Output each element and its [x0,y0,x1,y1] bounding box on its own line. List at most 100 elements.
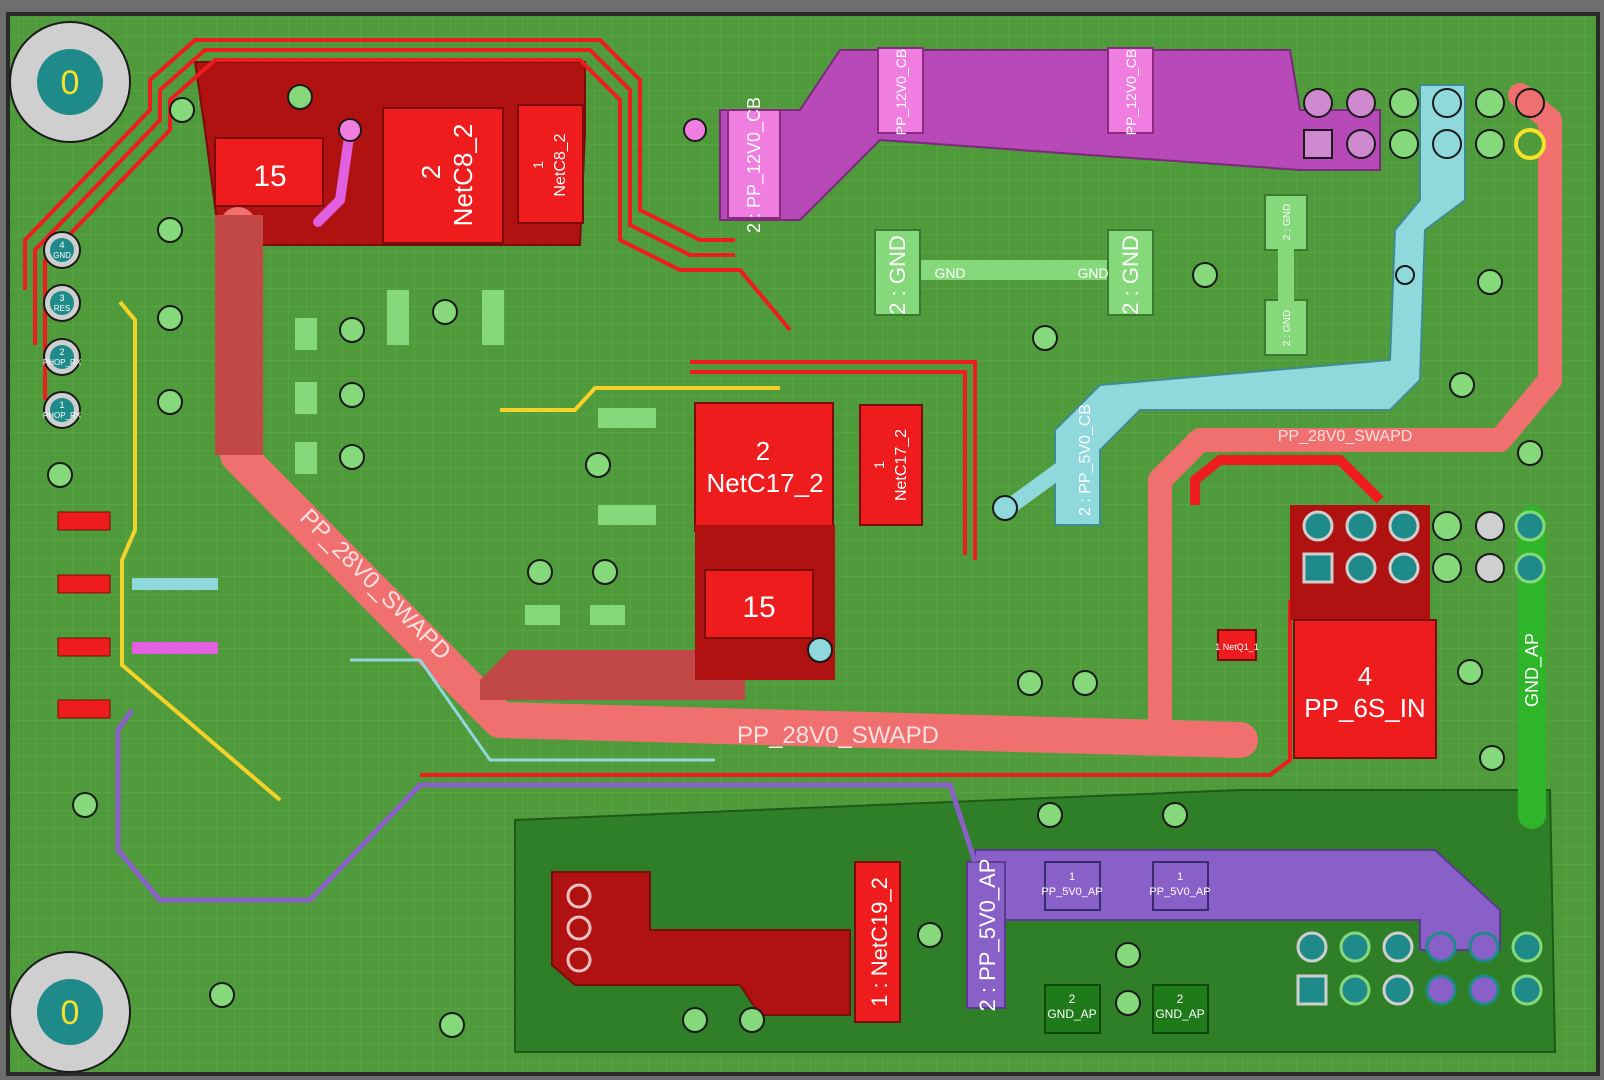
via-z[interactable] [1395,265,1415,285]
conn-mr-6[interactable] [1514,510,1546,542]
conn-mr-10[interactable] [1432,553,1462,583]
netc17-pad-1[interactable] [859,404,923,526]
lg-pad-8[interactable] [525,605,560,625]
smd-cyan-pad[interactable] [132,578,218,590]
conn-mr-1[interactable] [1302,510,1334,542]
conn-tr-4[interactable] [1432,88,1462,118]
conn-br-12[interactable] [1511,974,1543,1006]
conn-tr-5[interactable] [1475,88,1505,118]
lg-pad-6[interactable] [598,408,656,428]
via-y[interactable] [992,495,1018,521]
lg-pad-5[interactable] [482,290,504,345]
gnd-small-pad-bottom[interactable] [1264,299,1308,356]
pp12v0cb-pad-top-2[interactable] [1107,47,1154,134]
conn-br-6[interactable] [1511,931,1543,963]
via-bottom-4[interactable] [1115,990,1141,1016]
conn-br-9[interactable] [1382,974,1414,1006]
conn-br-3[interactable] [1382,931,1414,963]
netc8-pad-2[interactable] [382,107,504,244]
via-x[interactable] [807,637,833,663]
netc19-pad[interactable] [854,861,901,1023]
conn-tr-3[interactable] [1389,88,1419,118]
via-f[interactable] [339,382,365,408]
via-q[interactable] [1517,440,1543,466]
gndap-pad-1[interactable] [1044,984,1101,1034]
conn-mr-9[interactable] [1388,552,1420,584]
conn-mr-7[interactable] [1302,552,1334,584]
conn-3pin-2[interactable] [566,915,592,941]
conn-tr-8[interactable] [1346,129,1376,159]
gnd-pad-right[interactable] [1107,229,1154,316]
conn-mr-3[interactable] [1388,510,1420,542]
conn-br-10[interactable] [1425,974,1457,1006]
magenta-via-2[interactable] [683,118,707,142]
smd-pad-row-3[interactable] [57,637,111,657]
via-bottom-1[interactable] [1037,802,1063,828]
gndap-pad-2[interactable] [1152,984,1209,1034]
u15-top-chip[interactable] [214,137,324,207]
conn-mr-12[interactable] [1514,552,1546,584]
conn-br-4[interactable] [1425,931,1457,963]
conn-3pin-3[interactable] [566,947,592,973]
via-o[interactable] [1477,269,1503,295]
via-bottom-3[interactable] [1115,942,1141,968]
via-w[interactable] [72,792,98,818]
conn-mr-4[interactable] [1432,511,1462,541]
via-g[interactable] [339,444,365,470]
via-k[interactable] [592,559,618,585]
conn-tr-2[interactable] [1346,88,1376,118]
via-p[interactable] [1449,372,1475,398]
conn-tr-12[interactable] [1514,128,1546,160]
via-e[interactable] [339,317,365,343]
pp12v0cb-pad-left[interactable] [727,109,781,219]
conn-br-7[interactable] [1296,974,1328,1006]
gnd-small-pad-top[interactable] [1264,194,1308,251]
gnd-pad-left[interactable] [874,229,921,316]
pp6s-in-pad[interactable] [1293,619,1437,759]
smd-magenta-pad[interactable] [132,642,218,654]
via-h[interactable] [432,299,458,325]
lg-pad-4[interactable] [387,290,409,345]
conn-mr-11[interactable] [1475,553,1505,583]
u15-mid-chip[interactable] [704,569,814,639]
via-s[interactable] [1479,745,1505,771]
conn-br-1[interactable] [1296,931,1328,963]
via-u[interactable] [1072,670,1098,696]
via-b[interactable] [157,217,183,243]
smd-pad-row-4[interactable] [57,699,111,719]
via-t[interactable] [1017,670,1043,696]
pp5v0ap-pad-1[interactable] [1044,861,1101,911]
via-bottom-7[interactable] [739,1007,765,1033]
conn-mr-5[interactable] [1475,511,1505,541]
via-j[interactable] [527,559,553,585]
lg-pad-9[interactable] [590,605,625,625]
via-bottom-9[interactable] [209,982,235,1008]
netc17-pad-2[interactable] [694,402,834,532]
via-bottom-2[interactable] [1162,802,1188,828]
via-n[interactable] [1192,262,1218,288]
smd-pad-row-1[interactable] [57,511,111,531]
lg-pad-7[interactable] [598,505,656,525]
via-bottom-5[interactable] [917,922,943,948]
magenta-via[interactable] [338,118,362,142]
lg-pad-3[interactable] [295,442,317,474]
conn-tr-9[interactable] [1389,129,1419,159]
conn-tr-6[interactable] [1515,88,1545,118]
conn-mr-8[interactable] [1345,552,1377,584]
conn-tr-1[interactable] [1303,88,1333,118]
via-r[interactable] [1457,659,1483,685]
netq1-pad[interactable] [1217,629,1257,661]
via-l[interactable] [287,84,313,110]
smd-pad-row-2[interactable] [57,574,111,594]
conn-br-2[interactable] [1339,931,1371,963]
via-bottom-6[interactable] [682,1007,708,1033]
conn-3pin-1[interactable] [566,883,592,909]
conn-br-5[interactable] [1468,931,1500,963]
via-bottom-8[interactable] [439,1012,465,1038]
pp5v0ap-left-pad[interactable] [966,861,1006,1009]
via-i[interactable] [585,452,611,478]
conn-tr-7[interactable] [1303,129,1333,159]
via-m[interactable] [1032,325,1058,351]
via-a[interactable] [169,97,195,123]
